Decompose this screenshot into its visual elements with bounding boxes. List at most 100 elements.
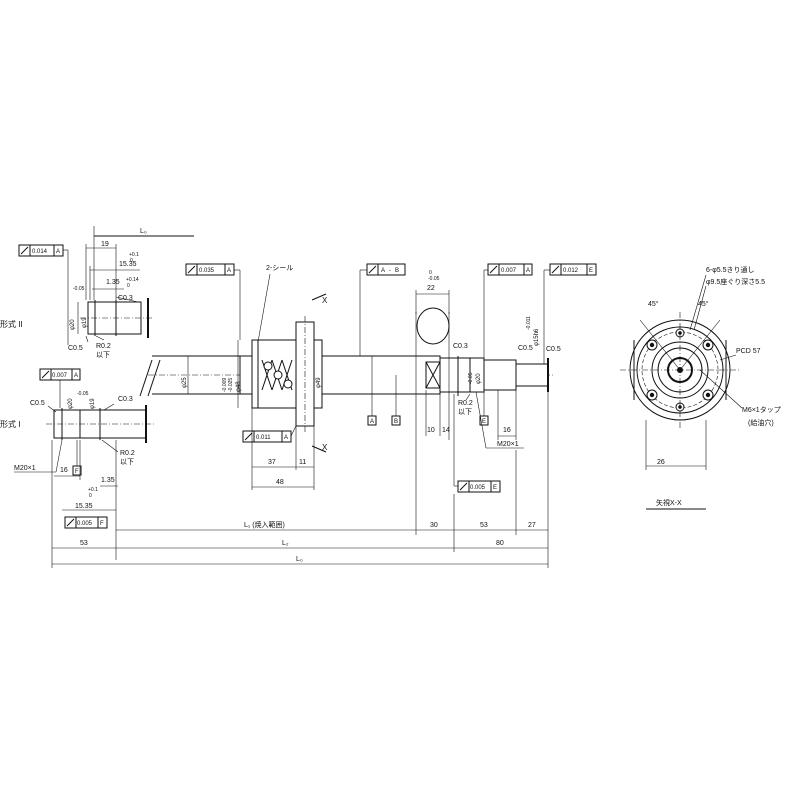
- svg-text:PCD 57: PCD 57: [736, 348, 761, 355]
- svg-text:A: A: [381, 268, 385, 274]
- svg-text:C0.3: C0.3: [118, 295, 133, 302]
- svg-text:C0.5: C0.5: [518, 345, 533, 352]
- bolt-holes: [646, 328, 714, 412]
- svg-text:R0.2: R0.2: [458, 400, 473, 407]
- svg-text:-0.05: -0.05: [73, 286, 85, 292]
- svg-text:-0.05: -0.05: [77, 391, 89, 397]
- fcf-0035: 0.035 A: [185, 263, 235, 276]
- svg-text:M20×1: M20×1: [497, 441, 519, 448]
- svg-text:φ9.5座ぐり深さ5.5: φ9.5座ぐり深さ5.5: [706, 277, 765, 286]
- svg-text:15.35: 15.35: [119, 261, 137, 268]
- svg-text:F: F: [75, 469, 79, 475]
- svg-text:R0.2: R0.2: [120, 450, 135, 457]
- svg-text:0.011: 0.011: [256, 435, 271, 441]
- bottom-dimensions: L₁ (焼入範囲) 30 53 27 53 L₂ 80 L₀: [51, 392, 549, 568]
- fcf-0012: 0.012 E: [549, 263, 597, 276]
- svg-text:0: 0: [89, 493, 92, 499]
- svg-text:+0.1: +0.1: [129, 252, 139, 258]
- svg-text:φ20: φ20: [70, 319, 76, 330]
- svg-text:以下: 以下: [96, 351, 110, 359]
- svg-text:48: 48: [276, 479, 284, 486]
- svg-text:以下: 以下: [458, 408, 472, 416]
- svg-text:30: 30: [430, 522, 438, 529]
- svg-text:-: -: [389, 268, 391, 274]
- fcf-0007a: 0.007 A: [39, 368, 81, 381]
- svg-text:A: A: [284, 435, 288, 441]
- svg-text:C0.5: C0.5: [546, 346, 561, 353]
- svg-text:φ49: φ49: [316, 377, 322, 388]
- datum-e: E: [482, 419, 486, 425]
- view-xx-label: 矢視X-X: [656, 498, 682, 507]
- svg-text:16: 16: [60, 467, 68, 474]
- svg-text:0.007: 0.007: [52, 373, 68, 379]
- form1-detail: 0.007 A -0.05 φ20 φ19 C0.5 C0.3 R0.2 以下 …: [0, 368, 156, 560]
- svg-text:φ48: φ48: [236, 381, 242, 392]
- svg-text:L₂: L₂: [282, 540, 289, 547]
- fcf-0005r: 0.005 E: [457, 480, 501, 493]
- svg-text:0.005: 0.005: [77, 521, 93, 527]
- end-view-xx: 6-φ5.5きり通し φ9.5座ぐり深さ5.5 45° 45° PCD 57 M…: [620, 265, 781, 510]
- svg-text:0.007: 0.007: [501, 268, 517, 274]
- main-shaft: φ25: [139, 355, 555, 397]
- svg-text:φ20: φ20: [476, 373, 482, 384]
- fcf-0014: 0.014 A: [18, 244, 64, 257]
- svg-text:0: 0: [429, 270, 432, 276]
- svg-text:φ20: φ20: [68, 398, 74, 409]
- svg-text:-0.025: -0.025: [228, 378, 234, 392]
- svg-text:45°: 45°: [648, 300, 659, 308]
- svg-text:φ15h6: φ15h6: [534, 328, 540, 346]
- form1-label: 形式 I: [0, 419, 20, 429]
- svg-text:A: A: [526, 268, 530, 274]
- svg-text:X: X: [322, 443, 328, 452]
- svg-text:φ25: φ25: [182, 377, 188, 388]
- fcf-0007b: 0.007 A: [487, 263, 533, 276]
- svg-text:R0.2: R0.2: [96, 343, 111, 350]
- svg-text:0: 0: [130, 258, 133, 264]
- form2-detail: 0.014 A 19 +0.1 0 15.35 1.35 +0.14 0 C0.…: [0, 241, 152, 359]
- svg-text:-0.05: -0.05: [428, 276, 440, 282]
- svg-text:以下: 以下: [120, 458, 134, 466]
- svg-text:27: 27: [528, 522, 536, 529]
- svg-text:C0.3: C0.3: [118, 396, 133, 403]
- svg-text:15.35: 15.35: [75, 503, 93, 510]
- svg-text:C0.3: C0.3: [453, 343, 468, 350]
- svg-text:A: A: [56, 249, 60, 255]
- svg-text:φ19: φ19: [82, 317, 88, 328]
- svg-text:6-φ5.5きり通し: 6-φ5.5きり通し: [706, 265, 755, 274]
- svg-text:C0.5: C0.5: [30, 400, 45, 407]
- svg-text:L₀: L₀: [296, 556, 303, 563]
- svg-text:X: X: [322, 296, 328, 305]
- svg-text:2-シール: 2-シール: [266, 265, 293, 272]
- ball-nut: φ49 φ48 -0.009 -0.025 2-シール X X 0.035 A: [185, 263, 328, 490]
- fcf-ab: A - B: [366, 263, 406, 276]
- svg-text:0.012: 0.012: [563, 268, 579, 274]
- svg-text:F: F: [100, 521, 104, 527]
- right-end-annotations: 0.007 A 0.012 E C0.3 C0.5 C0.5 φ20 -0.05…: [453, 263, 597, 493]
- svg-text:14: 14: [442, 427, 450, 434]
- svg-text:φ19: φ19: [90, 398, 96, 409]
- svg-text:A: A: [74, 373, 78, 379]
- fcf-0011: 0.011 A: [242, 430, 292, 443]
- svg-text:A: A: [227, 268, 231, 274]
- svg-text:80: 80: [496, 540, 504, 547]
- svg-text:0.005: 0.005: [470, 485, 486, 491]
- svg-text:0.035: 0.035: [199, 268, 215, 274]
- svg-text:B: B: [395, 268, 399, 274]
- svg-text:53: 53: [80, 540, 88, 547]
- svg-text:+0.14: +0.14: [126, 277, 139, 283]
- svg-text:26: 26: [657, 459, 665, 466]
- svg-text:E: E: [493, 485, 497, 491]
- svg-text:-0.009: -0.009: [222, 378, 228, 392]
- svg-text:53: 53: [480, 522, 488, 529]
- datum-b: B: [394, 419, 398, 425]
- key-section: 22 0 -0.05 10 14: [415, 270, 450, 535]
- svg-text:M6×1タップ: M6×1タップ: [742, 405, 781, 414]
- svg-text:37: 37: [268, 459, 276, 466]
- svg-text:E: E: [589, 268, 593, 274]
- svg-text:(給油穴): (給油穴): [748, 418, 774, 427]
- svg-text:22: 22: [427, 285, 435, 292]
- svg-text:0: 0: [127, 283, 130, 289]
- svg-text:45°: 45°: [698, 300, 709, 308]
- datum-a: A: [370, 419, 374, 425]
